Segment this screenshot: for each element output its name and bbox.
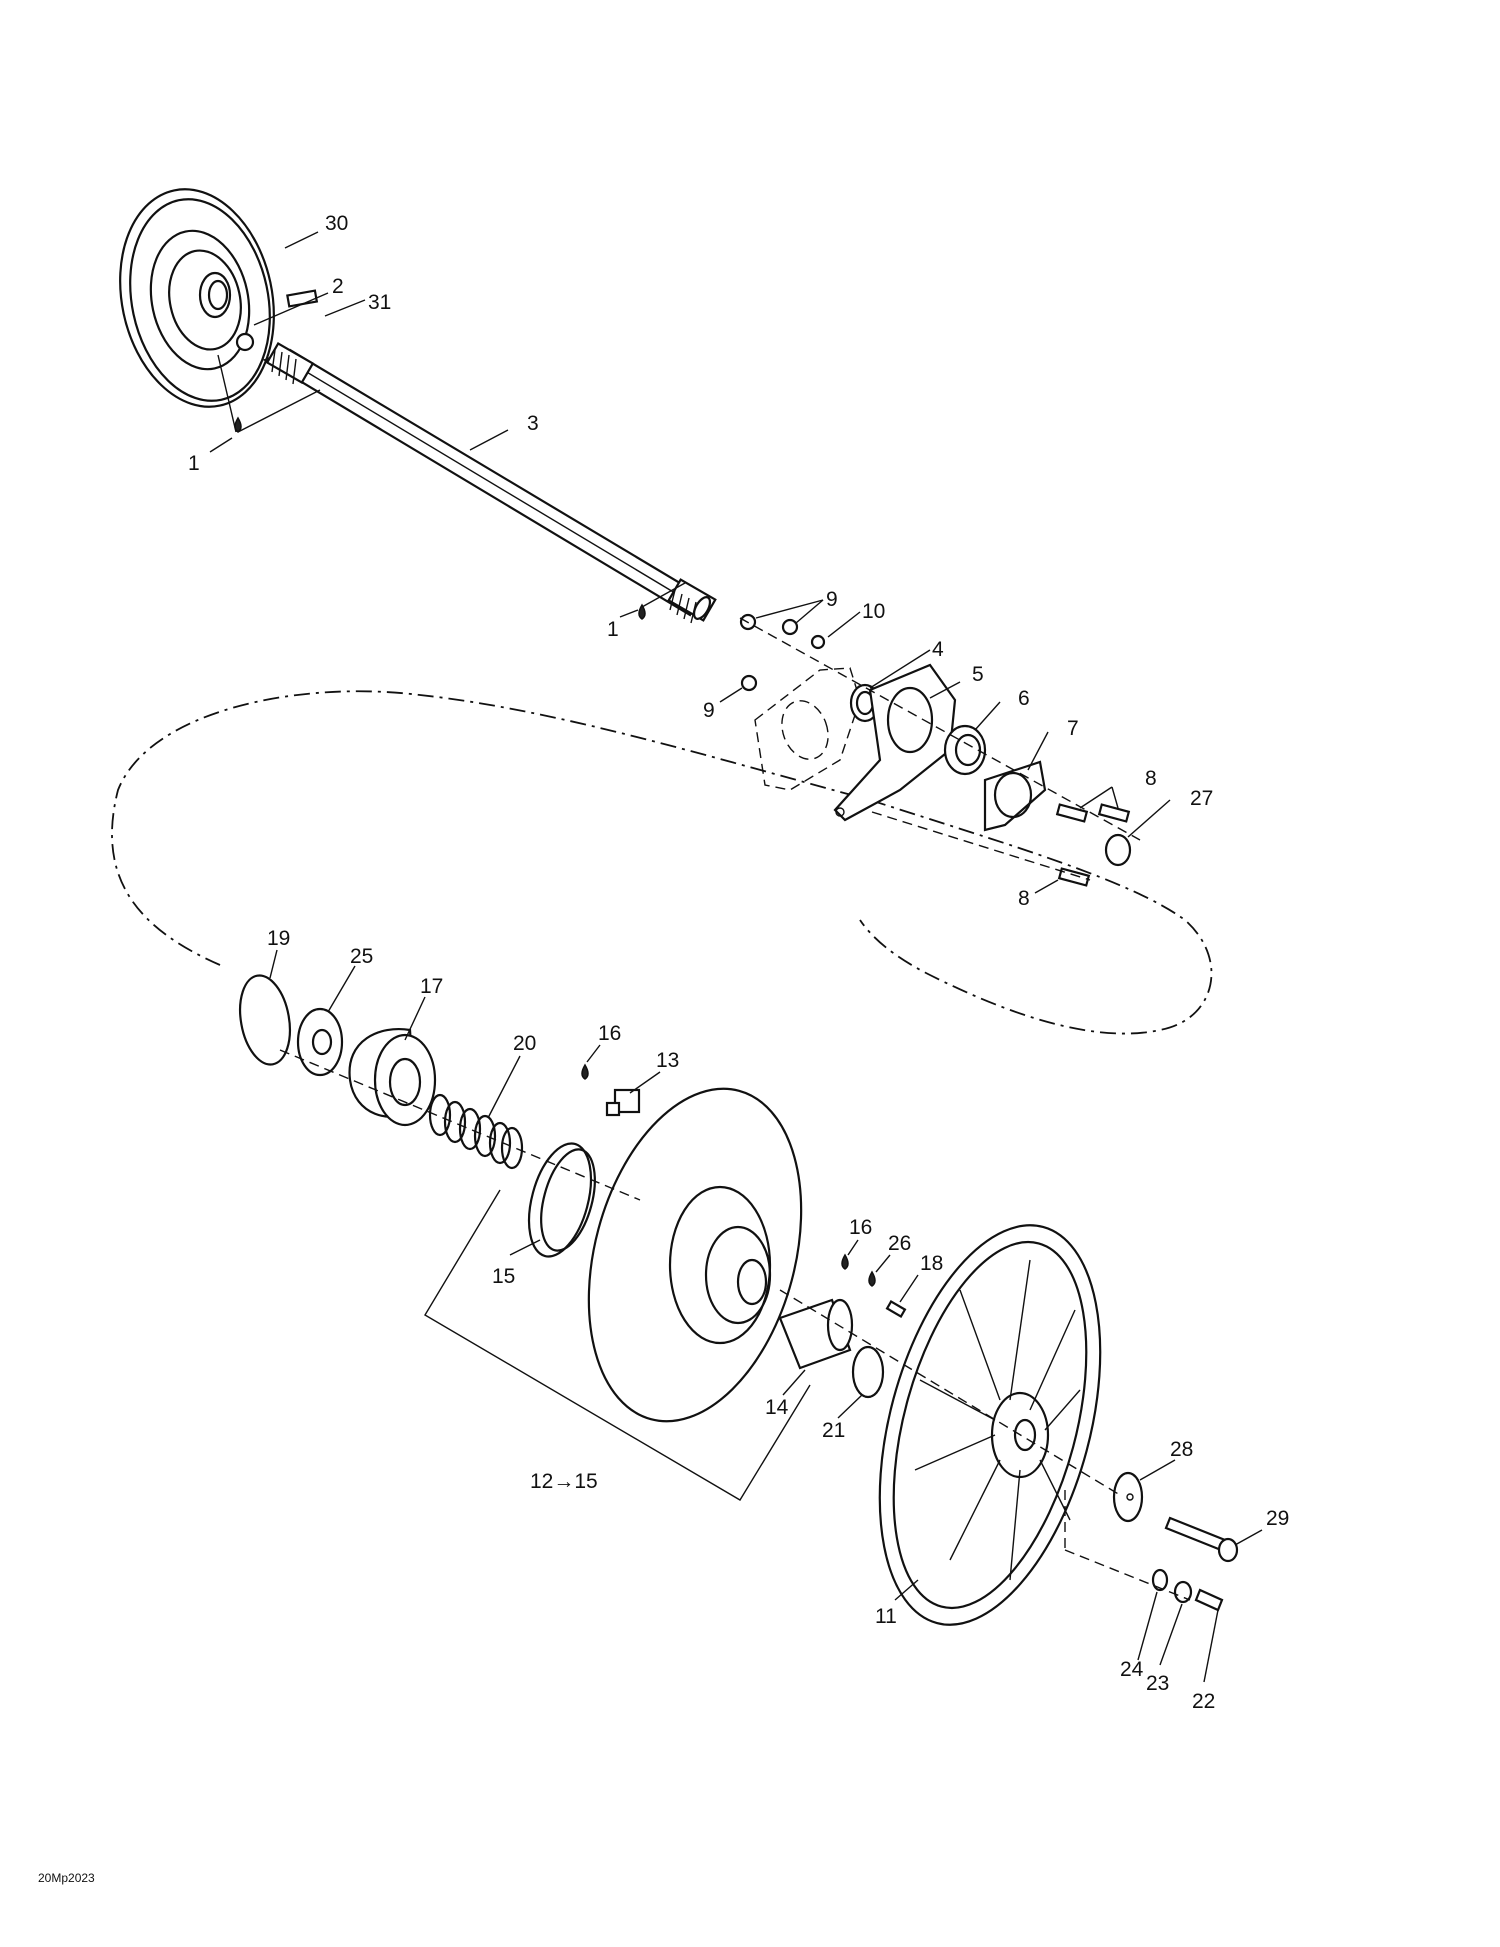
callout-11: 11 <box>875 1605 897 1628</box>
callout-26: 26 <box>888 1232 911 1255</box>
bracket-plate-4 <box>754 667 881 791</box>
nut-23 <box>1173 1580 1193 1604</box>
callout-12-15: 12→15 <box>530 1470 598 1493</box>
drive-belt-outline <box>111 690 1213 1035</box>
assembly-axis-lower-a <box>279 1049 641 1201</box>
callout-21: 21 <box>822 1419 845 1442</box>
callout-8-upper: 8 <box>1145 767 1157 790</box>
callout-22: 22 <box>1192 1690 1215 1713</box>
callout-13: 13 <box>656 1049 679 1072</box>
pulley-disc-30 <box>119 188 275 408</box>
callout-16-upper: 16 <box>598 1022 621 1045</box>
grease-drop-16b <box>841 1253 849 1270</box>
callout-1-lower: 1 <box>607 618 619 641</box>
nut-9c <box>740 674 758 692</box>
callout-9-upper: 9 <box>826 588 838 611</box>
callout-2: 2 <box>332 275 344 298</box>
callout-25: 25 <box>350 945 373 968</box>
drawing-reference-code: 20Mp2023 <box>38 1871 95 1885</box>
bolt-8c <box>1057 867 1091 887</box>
callout-3: 3 <box>527 412 539 435</box>
callout-28: 28 <box>1170 1438 1193 1461</box>
fixed-sheave-11 <box>878 1224 1102 1626</box>
washer-10 <box>810 634 826 650</box>
callout-24: 24 <box>1120 1658 1144 1681</box>
callout-5: 5 <box>972 663 984 686</box>
callout-15: 15 <box>492 1265 515 1288</box>
callout-18: 18 <box>920 1252 943 1275</box>
bearing-plate-5 <box>833 663 957 822</box>
cam-17 <box>348 1028 437 1127</box>
callout-31: 31 <box>368 291 391 314</box>
callout-1-upper: 1 <box>188 452 200 475</box>
callout-20: 20 <box>513 1032 536 1055</box>
assembly-axis-upper <box>739 617 1141 841</box>
leader-lines <box>209 231 1263 1683</box>
callout-9-lower: 9 <box>703 699 715 722</box>
slider-button-13 <box>605 1088 641 1117</box>
set-screw-22 <box>1194 1588 1224 1612</box>
callout-17: 17 <box>420 975 443 998</box>
nut-9b <box>781 618 799 636</box>
assembly-axis-lower-d <box>1064 1549 1191 1601</box>
drive-shaft-3 <box>262 341 717 624</box>
grease-drop-1b <box>638 603 646 620</box>
callout-19: 19 <box>267 927 290 950</box>
washer-21 <box>851 1345 885 1399</box>
callout-4: 4 <box>932 638 944 661</box>
callout-7: 7 <box>1067 717 1079 740</box>
grease-drop-26 <box>868 1270 876 1287</box>
assembly-axis-lower-b <box>779 1289 1121 1496</box>
washer-24 <box>1151 1568 1169 1592</box>
grease-drop-16a <box>581 1063 589 1080</box>
washer-28 <box>1112 1471 1144 1523</box>
flange-7 <box>983 760 1047 832</box>
spring-20 <box>428 1093 524 1170</box>
nut-2 <box>235 332 255 352</box>
movable-sheave-12 <box>587 1087 803 1423</box>
sleeve-14 <box>778 1298 854 1370</box>
callout-30: 30 <box>325 212 348 235</box>
callout-16-lower: 16 <box>849 1216 872 1239</box>
key-18 <box>885 1300 907 1318</box>
bolt-8b <box>1097 803 1131 823</box>
callout-29: 29 <box>1266 1507 1289 1530</box>
callout-23: 23 <box>1146 1672 1169 1695</box>
group-bracket-12-15 <box>424 1189 811 1501</box>
assembly-axis-bolt <box>871 811 1091 881</box>
bolt-29 <box>1164 1516 1239 1563</box>
ring-27 <box>1104 833 1132 867</box>
callout-10: 10 <box>862 600 885 623</box>
callout-8-lower: 8 <box>1018 887 1030 910</box>
callout-14: 14 <box>765 1396 789 1419</box>
callout-27: 27 <box>1190 787 1213 810</box>
callout-6: 6 <box>1018 687 1030 710</box>
circlip-19 <box>239 974 291 1066</box>
bushing-15 <box>527 1142 596 1258</box>
washer-25 <box>296 1007 344 1077</box>
bolt-8a <box>1055 803 1089 823</box>
